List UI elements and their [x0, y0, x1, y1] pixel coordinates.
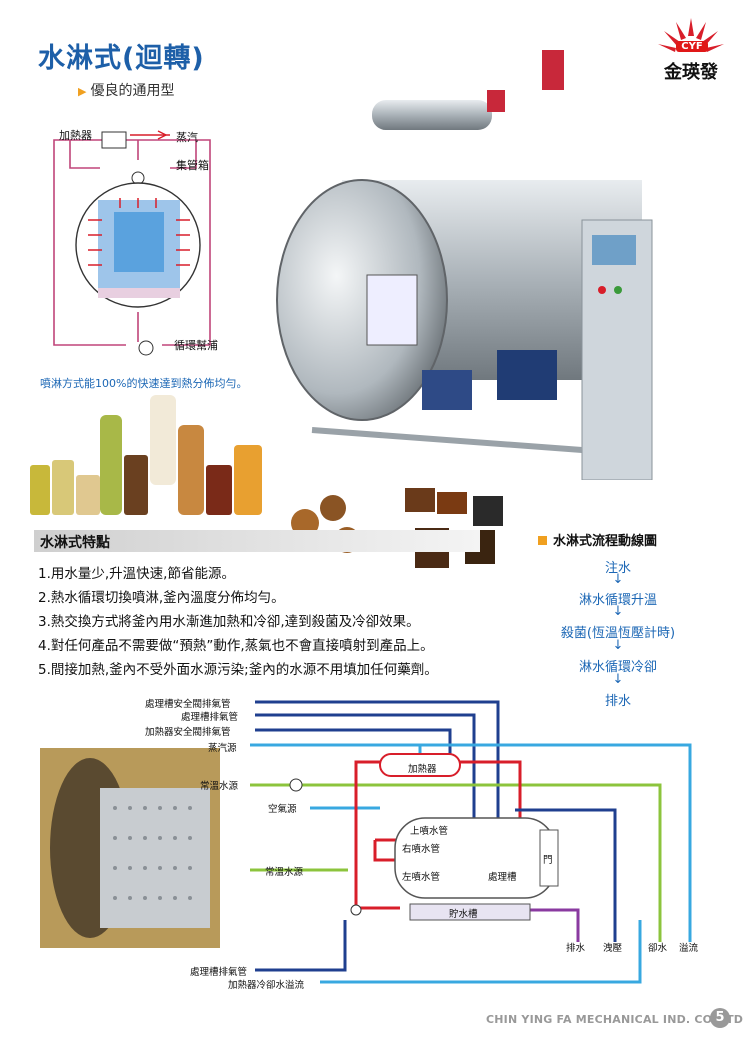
pipe-label-7: 常溫水源 — [265, 867, 304, 878]
storage-tank-label: 貯水槽 — [449, 909, 478, 920]
heater-label: 加熱器 — [408, 764, 437, 775]
outlet-cooling: 卻水 — [648, 943, 668, 954]
page-subtitle: ▶優良的通用型 — [78, 80, 174, 100]
logo-badge: CYF — [676, 41, 708, 52]
jar-products-image — [30, 395, 262, 515]
pipe-label-4: 蒸汽源 — [208, 743, 237, 754]
pipe-label-6: 空氣源 — [268, 804, 297, 815]
sunburst-icon — [658, 18, 724, 52]
flow-step-1: 注水 — [604, 561, 631, 576]
feature-item-1: 1.用水量少,升溫快速,節省能源。 — [38, 566, 235, 582]
feature-item-4: 4.對任何產品不需要做“預熱”動作,蒸氣也不會直接噴射到產品上。 — [38, 638, 434, 654]
label-heater: 加熱器 — [59, 129, 92, 142]
outlet-drain: 排水 — [566, 943, 586, 954]
label-steam: 蒸汽 — [176, 131, 198, 144]
logo-text: 金瑛發 — [664, 62, 718, 83]
flow-step-2: 淋水循環升溫 — [578, 593, 657, 608]
square-bullet-icon — [538, 536, 547, 545]
piping-diagram — [250, 700, 692, 984]
feature-item-2: 2.熱水循環切換噴淋,釜內溫度分佈均勻。 — [38, 590, 285, 606]
pouch-products-image — [291, 488, 503, 568]
pipe-label-3: 加熱器安全閥排氣管 — [145, 727, 231, 738]
pipe-label-1: 處理槽安全閥排氣管 — [145, 699, 231, 710]
flow-arrow-icon: ↓ — [612, 572, 624, 587]
left-spray-label: 左噴水管 — [402, 872, 441, 883]
retort-interior-image — [40, 748, 220, 948]
right-spray-label: 右噴水管 — [402, 844, 441, 855]
flow-step-5: 排水 — [604, 694, 631, 709]
company-footer: CHIN YING FA MECHANICAL IND. CO.,LTD — [486, 1013, 744, 1026]
page-title: 水淋式(迴轉) — [38, 43, 205, 74]
outlet-pressure-release: 洩壓 — [603, 943, 623, 954]
door-label: 門 — [543, 855, 553, 866]
top-spray-label: 上噴水管 — [410, 826, 449, 837]
pipe-label-2: 處理槽排氣管 — [181, 712, 239, 723]
flow-heading-text: 水淋式流程動線圖 — [553, 534, 658, 549]
triangle-bullet-icon: ▶ — [78, 85, 87, 98]
page-number: 5 — [710, 1008, 730, 1028]
label-manifold: 集管箱 — [176, 159, 209, 172]
spray-schematic — [53, 130, 211, 356]
outlet-overflow: 溢流 — [679, 943, 699, 954]
pipe-label-5: 常溫水源 — [200, 781, 239, 792]
features-heading: 水淋式特點 — [40, 535, 110, 551]
flow-step-4: 淋水循環冷卻 — [578, 660, 657, 675]
company-logo: CYF 金瑛發 — [650, 14, 732, 88]
feature-item-3: 3.熱交換方式將釜內用水漸進加熱和冷卻,達到殺菌及冷卻效果。 — [38, 614, 420, 630]
label-pump: 循環幫浦 — [174, 339, 218, 352]
pipe-label-bottom-1: 處理槽排氣管 — [190, 967, 248, 978]
feature-item-5: 5.間接加熱,釜內不受外面水源污染;釜內的水源不用填加任何藥劑。 — [38, 662, 438, 678]
flow-heading: 水淋式流程動線圖 — [538, 530, 657, 549]
subtitle-text: 優良的通用型 — [90, 83, 175, 99]
flow-arrow-icon: ↓ — [612, 604, 624, 619]
flow-arrow-icon: ↓ — [612, 638, 624, 653]
pipe-label-bottom-2: 加熱器冷卻水溢流 — [228, 980, 305, 991]
spray-note: 噴淋方式能100%的快速達到熱分佈均勻。 — [40, 377, 248, 390]
features-heading-bar: 水淋式特點 — [34, 530, 480, 552]
vessel-label: 處理槽 — [488, 872, 517, 883]
flow-arrow-icon: ↓ — [612, 672, 624, 687]
retort-machine-image — [276, 50, 653, 480]
flow-step-3: 殺菌(恆溫恆壓計時) — [560, 626, 676, 641]
